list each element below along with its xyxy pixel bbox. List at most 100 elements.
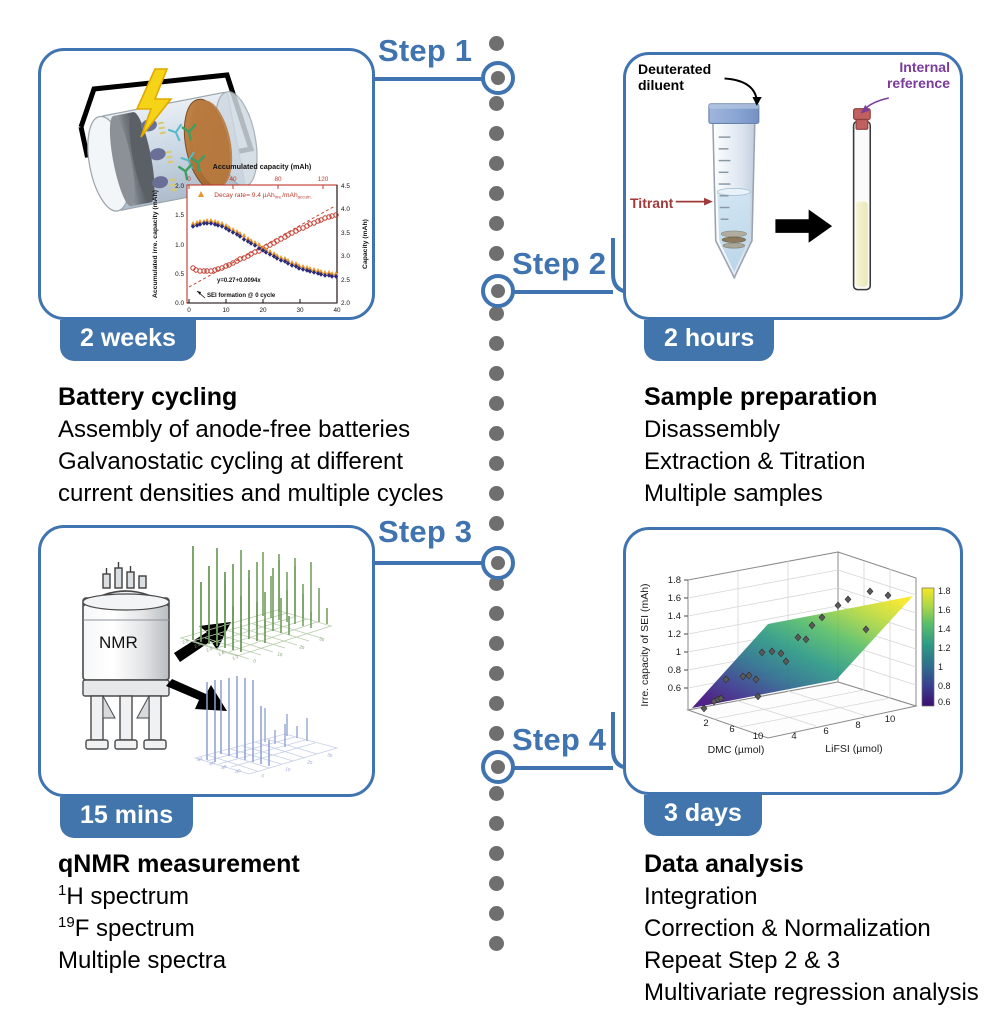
timeline-dot — [489, 666, 504, 681]
svg-text:2.4: 2.4 — [194, 642, 202, 649]
svg-text:40: 40 — [229, 176, 237, 183]
svg-text:1: 1 — [938, 662, 943, 672]
svg-text:2.8: 2.8 — [182, 638, 190, 645]
step1-line-1: Assembly of anode-free batteries — [58, 416, 411, 443]
h-spectrum-3d: 2.8 2.4 2.0 1.6 1.2 0 10 20 30 — [179, 546, 333, 664]
svg-text:0.6: 0.6 — [668, 683, 681, 694]
step4-line-4: Multivariate regression analysis — [644, 978, 979, 1006]
timeline-dot — [489, 396, 504, 411]
svg-text:0.0: 0.0 — [175, 300, 184, 307]
svg-text:0.6: 0.6 — [938, 697, 951, 707]
timeline-dot — [489, 96, 504, 111]
duration-badge-step1: 2 weeks — [60, 320, 196, 361]
svg-text:-90: -90 — [234, 768, 242, 775]
svg-text:4.0: 4.0 — [341, 206, 350, 213]
step3-line-3: Multiple spectra — [58, 946, 227, 974]
svg-text:30: 30 — [296, 307, 304, 314]
svg-text:Capacity (mAh): Capacity (mAh) — [362, 219, 369, 269]
timeline-dot — [489, 126, 504, 141]
step-label-1: Step 1 — [378, 33, 473, 68]
svg-text:8: 8 — [855, 720, 860, 731]
nmr-spectrometer — [82, 562, 170, 750]
timeline-dot — [489, 426, 504, 441]
step-label-4: Step 4 — [512, 722, 607, 757]
svg-text:y=0.27+0.0094x: y=0.27+0.0094x — [217, 278, 261, 284]
svg-text:0: 0 — [187, 307, 191, 314]
svg-text:6: 6 — [823, 726, 828, 737]
svg-text:120: 120 — [318, 176, 329, 183]
step-label-3: Step 3 — [378, 514, 473, 549]
svg-text:10: 10 — [885, 714, 896, 725]
svg-text:2.0: 2.0 — [175, 183, 184, 190]
centrifuge-tube — [708, 103, 760, 279]
step2-line-1: Disassembly — [644, 416, 781, 443]
coin-cell-illustration — [78, 68, 258, 212]
chart-regression-surface: 1.81.61.4 1.210.8 0.6 Irre. capacity of … — [639, 551, 951, 756]
timeline-dot — [489, 906, 504, 921]
step4-line-3: Repeat Step 2 & 3 — [644, 946, 841, 974]
svg-text:80: 80 — [274, 176, 282, 183]
svg-text:0.8: 0.8 — [938, 681, 951, 691]
step3-title: qNMR measurement — [58, 850, 300, 878]
sample-prep-illustration — [675, 77, 889, 291]
duration-badge-step2: 2 hours — [644, 320, 775, 361]
timeline-marker-step3[interactable] — [481, 546, 515, 580]
step4-line-2: Correction & Normalization — [644, 914, 931, 942]
timeline-dot — [489, 456, 504, 471]
timeline-dot — [489, 216, 504, 231]
f-spectrum-3d: -84 -86 -88 -90 0 10 20 30 — [193, 676, 339, 779]
svg-text:2.0: 2.0 — [341, 300, 350, 307]
timeline-dot — [489, 156, 504, 171]
svg-text:2.0: 2.0 — [206, 646, 214, 653]
step2-line-2: Extraction & Titration — [644, 447, 866, 475]
timeline-marker-step1[interactable] — [481, 61, 515, 95]
duration-badge-step4: 3 days — [644, 795, 762, 836]
svg-text:1.4: 1.4 — [938, 624, 951, 634]
panel-step1: Accumulated capacity (mAh) 0 40 80 120 2.0… — [38, 48, 375, 320]
svg-text:Cycle number: Cycle number — [236, 316, 284, 320]
step-label-2: Step 2 — [512, 246, 607, 281]
svg-text:20: 20 — [307, 759, 314, 765]
step2-line-3: Multiple samples — [644, 479, 823, 507]
svg-text:0: 0 — [253, 658, 257, 664]
svg-text:LiFSI (µmol): LiFSI (µmol) — [825, 743, 882, 755]
svg-text:-86: -86 — [208, 760, 216, 767]
svg-text:1.2: 1.2 — [938, 643, 951, 653]
timeline-dot — [489, 876, 504, 891]
timeline-dot — [489, 36, 504, 51]
step1-title: Battery cycling — [58, 383, 238, 411]
timeline-dot — [489, 636, 504, 651]
step3-line-1: 1H spectrum — [58, 882, 190, 910]
svg-text:1.6: 1.6 — [218, 650, 226, 657]
svg-text:2.5: 2.5 — [341, 277, 350, 284]
description-step4: Data analysis Integration Correction & N… — [644, 848, 996, 1009]
chart-battery-cycling: Accumulated capacity (mAh) 0 40 80 120 2.0… — [152, 162, 369, 320]
step4-line-1: Integration — [644, 883, 758, 910]
duration-badge-step3: 15 mins — [60, 797, 194, 838]
svg-text:10: 10 — [222, 307, 230, 314]
svg-text:0.8: 0.8 — [668, 665, 681, 676]
colorbar: 1.81.61.4 1.210.8 0.6 — [921, 586, 951, 707]
timeline-dot — [489, 726, 504, 741]
svg-text:Accumulated capacity (mAh): Accumulated capacity (mAh) — [213, 162, 312, 171]
panel-step3: 2.8 2.4 2.0 1.6 1.2 0 10 20 30 — [38, 525, 375, 797]
svg-text:10: 10 — [277, 651, 284, 657]
connector-step1 — [372, 77, 490, 81]
nmr-tube — [852, 108, 872, 291]
svg-text:10: 10 — [285, 766, 292, 772]
svg-text:1.8: 1.8 — [938, 586, 951, 596]
timeline-dot — [489, 786, 504, 801]
svg-text:3.0: 3.0 — [341, 253, 350, 260]
description-step2: Sample preparation Disassembly Extractio… — [644, 381, 994, 510]
connector-step4-horizontal — [508, 766, 613, 770]
svg-text:1.8: 1.8 — [668, 575, 681, 586]
timeline-dot — [489, 186, 504, 201]
svg-text:1.2: 1.2 — [668, 629, 681, 640]
timeline-marker-step2[interactable] — [481, 274, 515, 308]
timeline-marker-step4[interactable] — [481, 750, 515, 784]
svg-text:0.5: 0.5 — [175, 271, 184, 278]
svg-text:1.6: 1.6 — [668, 593, 681, 604]
timeline-dot — [489, 936, 504, 951]
